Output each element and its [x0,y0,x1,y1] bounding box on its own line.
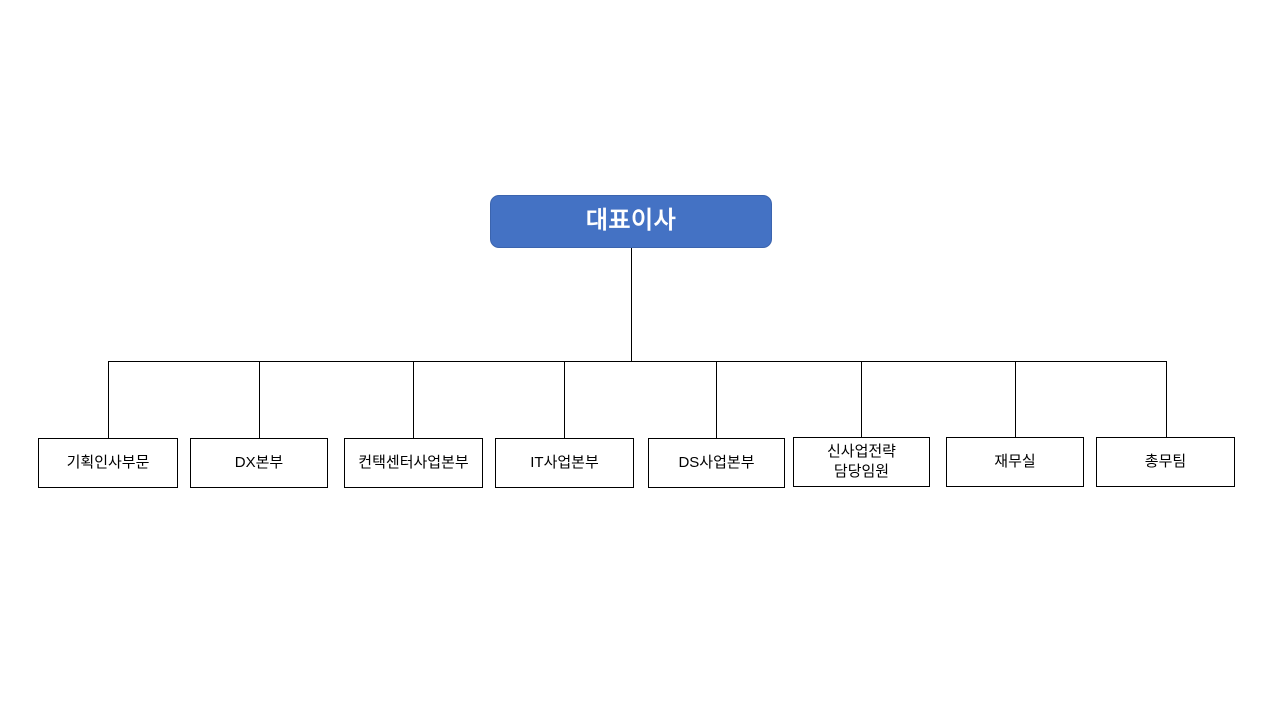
connector-drop-7 [1015,361,1016,437]
connector-drop-1 [108,361,109,438]
org-node-child-6-label: 신사업전략 담당임원 [826,443,896,480]
connector-drop-5 [716,361,717,438]
org-node-child-1[interactable]: 기획인사부문 [38,438,178,488]
connector-drop-3 [413,361,414,438]
org-node-root-label: 대표이사 [585,207,677,235]
org-node-child-2-label: DX본부 [234,454,284,472]
org-node-root[interactable]: 대표이사 [490,195,772,248]
org-node-child-2[interactable]: DX본부 [190,438,328,488]
org-node-child-8[interactable]: 총무팀 [1096,437,1235,487]
org-node-child-3-label: 컨택센터사업본부 [358,454,469,472]
connector-horizontal-bus [108,361,1166,362]
org-node-child-7-label: 재무실 [994,453,1036,471]
connector-drop-4 [564,361,565,438]
connector-drop-2 [259,361,260,438]
org-node-child-5-label: DS사업본부 [678,454,755,472]
org-node-child-6[interactable]: 신사업전략 담당임원 [793,437,930,487]
org-node-child-3[interactable]: 컨택센터사업본부 [344,438,483,488]
connector-drop-6 [861,361,862,437]
org-node-child-4[interactable]: IT사업본부 [495,438,634,488]
org-node-child-5[interactable]: DS사업본부 [648,438,785,488]
org-node-child-8-label: 총무팀 [1144,453,1187,471]
connector-root-stem [631,248,632,361]
org-node-child-4-label: IT사업본부 [530,454,599,472]
connector-drop-8 [1166,361,1167,437]
org-node-child-7[interactable]: 재무실 [946,437,1084,487]
org-node-child-1-label: 기획인사부문 [66,454,150,472]
